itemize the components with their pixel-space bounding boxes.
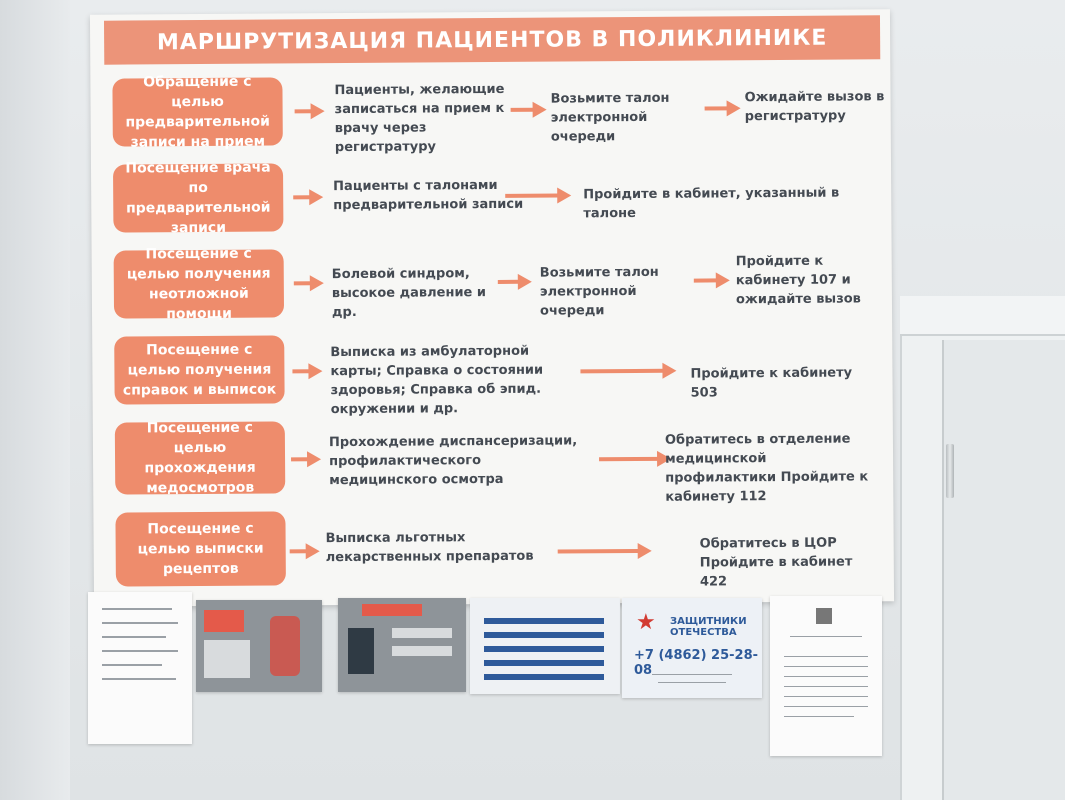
defenders-phone: +7 (4862) 25-28-08 — [634, 648, 759, 678]
route-row-5: Посещение с целью прохождения медосмотро… — [93, 415, 894, 505]
category-pill: Посещение с целью получения справок и вы… — [114, 335, 285, 405]
wall-left — [0, 0, 70, 800]
routing-board: МАРШРУТИЗАЦИЯ ПАЦИЕНТОВ В ПОЛИКЛИНИКЕ Об… — [89, 9, 895, 607]
category-pill: Посещение с целью выписки рецептов — [115, 511, 286, 587]
route-step-3: Пройдите к кабинету 107 и ожидайте вызов — [735, 253, 861, 308]
route-row-2: Посещение врача по предварительной запис… — [91, 155, 892, 237]
arrow-icon — [599, 450, 672, 468]
arrow-icon — [510, 101, 547, 118]
route-step-1: Пациенты с талонами предварительной запи… — [333, 177, 524, 214]
route-row-3: Посещение с целью получения неотложной п… — [92, 241, 893, 323]
notice-paper-2 — [770, 596, 882, 756]
route-step-1: Болевой синдром, высокое давление и др. — [331, 266, 487, 321]
door-frame-top — [900, 296, 1065, 336]
star-icon: ★ — [636, 610, 656, 635]
notice-paper-1 — [88, 592, 192, 744]
arrow-icon — [580, 362, 677, 380]
arrow-icon — [497, 273, 532, 290]
category-pill: Посещение врача по предварительной запис… — [112, 160, 284, 236]
route-step-3: Пройдите в кабинет, указанный в талоне — [583, 185, 840, 222]
arrow-icon — [292, 363, 323, 380]
category-pill: Обращение с целью предварительной записи… — [112, 74, 283, 151]
route-step-3: Обратитесь в ЦОР Пройдите в кабинет 422 — [699, 535, 853, 590]
category-pill: Посещение с целью прохождения медосмотро… — [114, 420, 286, 496]
route-step-1: Выписка из амбулаторной карты; Справка о… — [330, 343, 544, 418]
arrow-icon — [294, 103, 325, 120]
notice-defenders: ★ ЗАЩИТНИКИ ОТЕЧЕСТВА +7 (4862) 25-28-08 — [622, 598, 762, 698]
notice-blue-list — [470, 598, 620, 694]
board-title: МАРШРУТИЗАЦИЯ ПАЦИЕНТОВ В ПОЛИКЛИНИКЕ — [103, 15, 881, 65]
route-step-1: Выписка льготных лекарственных препарато… — [325, 530, 534, 566]
route-step-3: Пройдите к кабинету 503 — [690, 365, 853, 401]
arrow-icon — [291, 451, 322, 468]
route-row-1: Обращение с целью предварительной записи… — [90, 69, 891, 155]
arrow-icon — [505, 187, 572, 204]
poster-grey-2 — [338, 598, 466, 692]
arrow-icon — [289, 543, 320, 560]
arrow-icon — [704, 100, 741, 117]
route-step-2: Возьмите талон электронной очереди — [539, 264, 659, 319]
route-step-2: Возьмите талон электронной очереди — [550, 90, 670, 145]
route-step-3: Обратитесь в отделение медицинской профи… — [664, 431, 869, 505]
category-pill: Посещение с целью получения неотложной п… — [113, 246, 285, 322]
defenders-title: ЗАЩИТНИКИ ОТЕЧЕСТВА — [670, 616, 747, 638]
arrow-icon — [693, 272, 730, 289]
arrow-icon — [293, 189, 324, 206]
route-row-4: Посещение с целью получения справок и вы… — [92, 329, 893, 417]
route-step-1: Пациенты, желающие записаться на прием к… — [334, 81, 505, 156]
route-step-3: Ожидайте вызов в регистратуру — [744, 89, 885, 125]
door-hinge — [946, 444, 954, 498]
route-step-1: Прохождение диспансеризации, профилактич… — [328, 433, 578, 489]
route-row-6: Посещение с целью выписки рецептов Выпис… — [93, 505, 894, 591]
poster-grey-1 — [196, 600, 322, 692]
arrow-icon — [293, 275, 324, 292]
door — [942, 340, 1065, 800]
arrow-icon — [557, 542, 652, 560]
